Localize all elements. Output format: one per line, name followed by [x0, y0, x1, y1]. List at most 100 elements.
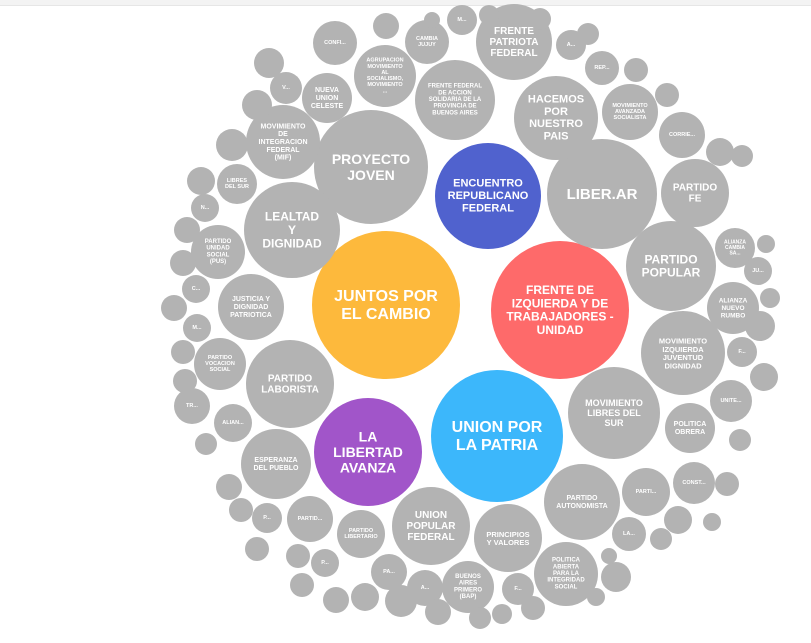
bubble-circle[interactable]: [173, 369, 197, 393]
bubble-circle[interactable]: [245, 537, 269, 561]
bubble-circle[interactable]: [242, 90, 272, 120]
bubble-circle[interactable]: [624, 58, 648, 82]
bubble-circle[interactable]: [311, 549, 339, 577]
bubble-circle[interactable]: [187, 167, 215, 195]
bubble-circle[interactable]: [703, 513, 721, 531]
bubble-circle[interactable]: [174, 217, 200, 243]
bubble-circle[interactable]: [170, 250, 196, 276]
bubble-unlabeled[interactable]: [351, 583, 379, 611]
bubble-unlabeled[interactable]: [731, 145, 753, 167]
bubble-circle[interactable]: [214, 404, 252, 442]
bubble-circle[interactable]: [354, 45, 416, 107]
bubble-partid[interactable]: PARTID...: [287, 496, 333, 542]
bubble-unlabeled[interactable]: [174, 217, 200, 243]
bubble-unlabeled[interactable]: [161, 295, 187, 321]
bubble-circle[interactable]: [750, 363, 778, 391]
bubble-circle[interactable]: [641, 311, 725, 395]
bubble-unlabeled[interactable]: [706, 138, 734, 166]
bubble-circle[interactable]: [601, 548, 617, 564]
bubble-circle[interactable]: [216, 129, 248, 161]
bubble-unlabeled[interactable]: [577, 23, 599, 45]
bubble-circle[interactable]: [673, 462, 715, 504]
bubble-circle[interactable]: [244, 182, 340, 278]
bubble-circle[interactable]: [491, 241, 629, 379]
bubble-circle[interactable]: [474, 504, 542, 572]
bubble-circle[interactable]: [602, 84, 658, 140]
bubble-alian[interactable]: ALIAN...: [214, 404, 252, 442]
bubble-circle[interactable]: [229, 498, 253, 522]
bubble-circle[interactable]: [217, 164, 257, 204]
bubble-circle[interactable]: [373, 13, 399, 39]
bubble-circle[interactable]: [715, 472, 739, 496]
bubble-circle[interactable]: [424, 12, 440, 28]
bubble-unlabeled[interactable]: [286, 544, 310, 568]
bubble-circle[interactable]: [492, 604, 512, 624]
bubble-unlabeled[interactable]: [245, 537, 269, 561]
bubble-circle[interactable]: [612, 517, 646, 551]
bubble-circle[interactable]: [715, 228, 755, 268]
bubble-circle[interactable]: [431, 370, 563, 502]
bubble-circle[interactable]: [435, 143, 541, 249]
bubble-circle[interactable]: [171, 340, 195, 364]
bubble-unlabeled[interactable]: [750, 363, 778, 391]
bubble-parti[interactable]: PARTI...: [622, 468, 670, 516]
bubble-circle[interactable]: [313, 21, 357, 65]
bubble-unlabeled[interactable]: [385, 585, 417, 617]
bubble-unite[interactable]: UNITE...: [710, 380, 752, 422]
bubble-unlabeled[interactable]: [703, 513, 721, 531]
bubble-circle[interactable]: [182, 275, 210, 303]
bubble-corrie[interactable]: CORRIE...: [659, 112, 705, 158]
bubble-circle[interactable]: [191, 225, 245, 279]
bubble-unlabeled[interactable]: [254, 48, 284, 78]
bubble-circle[interactable]: [392, 487, 470, 565]
bubble-circle[interactable]: [661, 159, 729, 227]
bubble-circle[interactable]: [744, 257, 772, 285]
bubble-unlabeled[interactable]: [373, 13, 399, 39]
bubble-circle[interactable]: [706, 138, 734, 166]
bubble-circle[interactable]: [405, 20, 449, 64]
bubble-circle[interactable]: [727, 337, 757, 367]
bubble-circle[interactable]: [246, 340, 334, 428]
bubble-unlabeled[interactable]: [173, 369, 197, 393]
bubble-circle[interactable]: [287, 496, 333, 542]
bubble-circle[interactable]: [286, 544, 310, 568]
bubble-circle[interactable]: [664, 506, 692, 534]
bubble-circle[interactable]: [270, 72, 302, 104]
bubble-liber-ar[interactable]: LIBER.AR: [547, 139, 657, 249]
bubble-unlabeled[interactable]: [479, 5, 499, 25]
bubble-unlabeled[interactable]: [601, 562, 631, 592]
bubble-unlabeled[interactable]: [242, 90, 272, 120]
bubble-m[interactable]: M...: [183, 314, 211, 342]
bubble-unlabeled[interactable]: [587, 588, 605, 606]
bubble-circle[interactable]: [469, 607, 491, 629]
bubble-circle[interactable]: [385, 585, 417, 617]
bubble-circle[interactable]: [323, 587, 349, 613]
bubble-tr[interactable]: TR...: [174, 388, 210, 424]
bubble-const[interactable]: CONST...: [673, 462, 715, 504]
bubble-c[interactable]: C...: [182, 275, 210, 303]
bubble-unlabeled[interactable]: [425, 599, 451, 625]
bubble-unlabeled[interactable]: [195, 433, 217, 455]
bubble-unlabeled[interactable]: [171, 340, 195, 364]
bubble-unlabeled[interactable]: [290, 573, 314, 597]
bubble-circle[interactable]: [337, 510, 385, 558]
bubble-la[interactable]: LA...: [612, 517, 646, 551]
bubble-circle[interactable]: [312, 231, 460, 379]
